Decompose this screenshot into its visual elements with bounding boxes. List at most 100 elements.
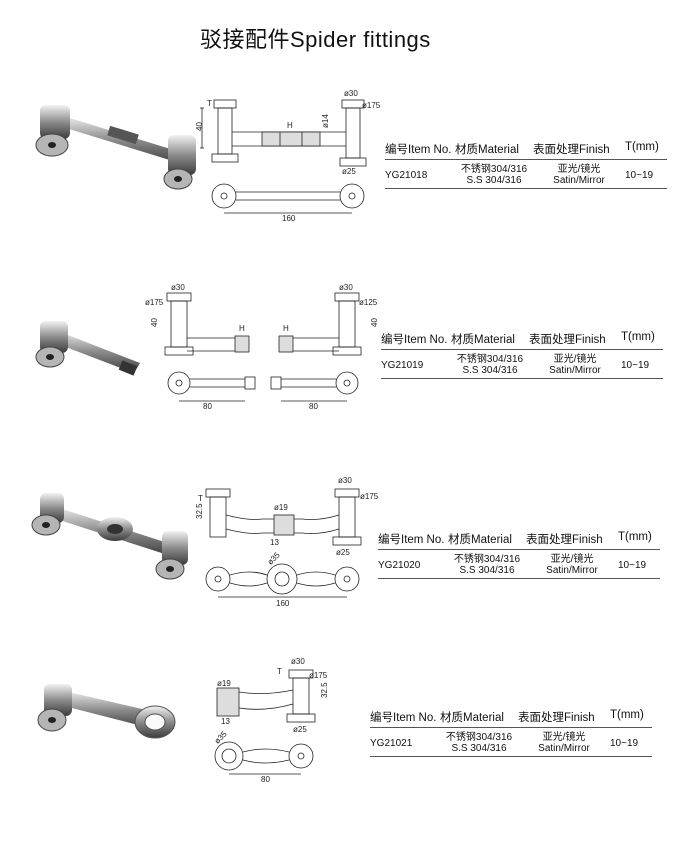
header-material: 材质Material (455, 144, 519, 156)
finish-cn: 亚光/镜光 (550, 554, 594, 565)
thickness: 10~19 (610, 738, 639, 749)
finish-en: Satin/Mirror (553, 175, 605, 186)
dim-d13: 13 (270, 538, 279, 547)
finish-en: Satin/Mirror (538, 743, 590, 754)
dim-len: 80 (261, 775, 270, 784)
thickness: 10~19 (625, 170, 654, 181)
header-item: 编号Item No. (378, 534, 445, 546)
table-rule (378, 549, 660, 550)
dim-d125: ø125 (359, 298, 378, 307)
dim-d30-left: ø30 (171, 283, 185, 292)
finish-en: Satin/Mirror (549, 365, 601, 376)
header-finish: 表面处理Finish (526, 534, 603, 546)
spec-table-yg21019: 编号Item No. 材质Material 表面处理Finish T(mm) Y… (381, 331, 663, 379)
dim-d175: ø175 (360, 492, 379, 501)
header-finish: 表面处理Finish (518, 712, 595, 724)
table-rule (370, 756, 652, 757)
technical-drawing-yg21021: ø30 ø175 T 32.5 ø19 13 ø25 ø35 80 (213, 657, 329, 784)
dim-d175: ø175 (309, 671, 328, 680)
dim-h-left: 40 (150, 318, 159, 327)
header-finish: 表面处理Finish (529, 334, 606, 346)
product-photo-yg21021 (37, 684, 176, 739)
header-item: 编号Item No. (385, 144, 452, 156)
table-rule (381, 378, 663, 379)
dim-h2-right: H (283, 324, 289, 333)
dim-d25: ø25 (336, 548, 350, 557)
dim-d35: ø35 (213, 729, 230, 746)
header-thickness: T(mm) (625, 141, 659, 153)
thickness: 10~19 (621, 360, 650, 371)
dim-d19: ø19 (274, 503, 288, 512)
dim-t: T (198, 494, 203, 503)
dim-d19: ø19 (217, 679, 231, 688)
technical-drawing-yg21018: 40 T H ø14 ø30 ø175 ø25 160 (195, 89, 381, 223)
dim-t: T (277, 667, 282, 676)
dim-d30-right: ø30 (339, 283, 353, 292)
table-rule (370, 727, 652, 728)
dim-d14: ø14 (321, 114, 330, 128)
dim-len: 160 (276, 599, 290, 608)
table-rule (378, 578, 660, 579)
dim-h2-left: H (239, 324, 245, 333)
dim-h: 32.5 (195, 503, 204, 519)
dim-t: T (207, 99, 212, 108)
table-rule (385, 188, 667, 189)
table-rule (381, 349, 663, 350)
spec-table-yg21018: 编号Item No. 材质Material 表面处理Finish T(mm) Y… (385, 141, 667, 189)
finish-cn: 亚光/镜光 (553, 354, 597, 365)
spec-table-yg21020: 编号Item No. 材质Material 表面处理Finish T(mm) Y… (378, 531, 660, 579)
item-no: YG21021 (370, 738, 413, 749)
dim-d30: ø30 (344, 89, 358, 98)
dim-len: 160 (282, 214, 296, 223)
dim-d25: ø25 (293, 725, 307, 734)
technical-drawing-yg21019: ø30 ø175 ø30 ø125 40 40 H H 80 80 (145, 283, 379, 411)
dim-h: 40 (195, 122, 204, 131)
table-rule (385, 159, 667, 160)
material-en: S.S 304/316 (451, 743, 507, 754)
material-en: S.S 304/316 (466, 175, 522, 186)
material-cn: 不锈钢304/316 (453, 554, 521, 565)
item-no: YG21020 (378, 560, 421, 571)
finish-cn: 亚光/镜光 (542, 732, 586, 743)
material-cn: 不锈钢304/316 (456, 354, 524, 365)
header-thickness: T(mm) (618, 531, 652, 543)
header-material: 材质Material (448, 534, 512, 546)
finish-en: Satin/Mirror (546, 565, 598, 576)
dim-h-right: 40 (370, 318, 379, 327)
dim-d175: ø175 (145, 298, 164, 307)
product-photo-yg21020 (31, 493, 188, 580)
dim-len-left: 80 (203, 402, 212, 411)
dim-d25: ø25 (342, 167, 356, 176)
product-photo-yg21019 (35, 321, 140, 376)
dim-d175: ø175 (362, 101, 381, 110)
page-title: 驳接配件Spider fittings (200, 27, 431, 52)
header-item: 编号Item No. (370, 712, 437, 724)
dim-h2: H (287, 121, 293, 130)
header-material: 材质Material (451, 334, 515, 346)
item-no: YG21019 (381, 360, 424, 371)
product-photo-yg21018 (35, 105, 196, 190)
material-cn: 不锈钢304/316 (460, 164, 528, 175)
header-item: 编号Item No. (381, 334, 448, 346)
technical-drawing-yg21020: 32.5 T ø19 13 ø30 ø175 ø25 ø35 160 (195, 476, 379, 608)
dim-d30: ø30 (291, 657, 305, 666)
header-thickness: T(mm) (621, 331, 655, 343)
finish-cn: 亚光/镜光 (557, 164, 601, 175)
spec-table-yg21021: 编号Item No. 材质Material 表面处理Finish T(mm) Y… (370, 709, 652, 757)
dim-d13: 13 (221, 717, 230, 726)
item-no: YG21018 (385, 170, 428, 181)
header-finish: 表面处理Finish (533, 144, 610, 156)
thickness: 10~19 (618, 560, 647, 571)
material-en: S.S 304/316 (459, 565, 515, 576)
dim-h: 32.5 (320, 682, 329, 698)
header-thickness: T(mm) (610, 709, 644, 721)
dim-len-right: 80 (309, 402, 318, 411)
dim-d30: ø30 (338, 476, 352, 485)
header-material: 材质Material (440, 712, 504, 724)
material-cn: 不锈钢304/316 (445, 732, 513, 743)
material-en: S.S 304/316 (462, 365, 518, 376)
